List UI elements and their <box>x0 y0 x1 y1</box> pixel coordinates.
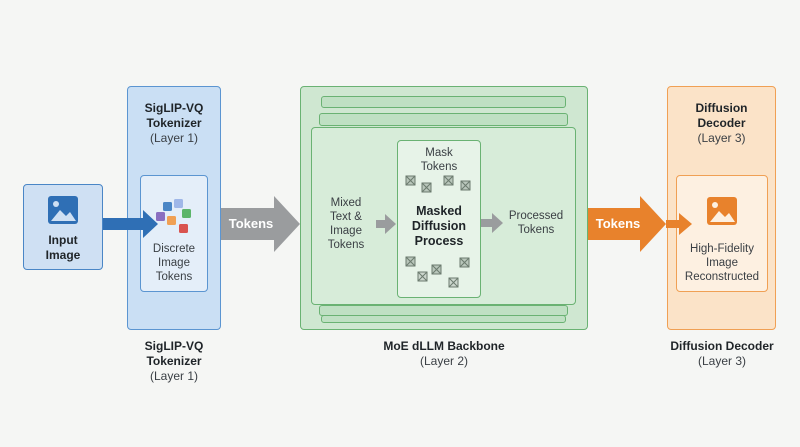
tokenizer-caption-title: SigLIP-VQ Tokenizer <box>144 339 204 368</box>
mixed-to-mask-arrow <box>376 214 396 234</box>
backbone-caption-layer: (Layer 2) <box>419 354 469 368</box>
backbone-layer-back-bottom <box>321 315 566 323</box>
mixed-tokens-label: Mixed Text & Image Tokens <box>327 197 365 251</box>
token-squares-icon <box>156 199 191 233</box>
mask-to-processed-arrow <box>481 213 503 233</box>
tokens-arrow-2 <box>588 196 666 252</box>
mask-tokens-bottom <box>405 256 470 288</box>
tokens-arrow-1 <box>221 196 300 252</box>
backbone-caption-title: MoE dLLM Backbone <box>383 339 505 353</box>
decoder-title: Diffusion Decoder <box>695 101 748 130</box>
reconstructed-image-label: High-Fidelity Image Reconstructed <box>684 243 760 283</box>
input-to-tokenizer-arrow <box>103 210 158 238</box>
mask-tokens-top <box>405 175 471 193</box>
discrete-tokens-label: Discrete Image Tokens <box>152 243 196 283</box>
decoder-inner-arrow <box>666 213 692 235</box>
reconstructed-image-box <box>676 175 768 292</box>
mask-tokens-label: Mask Tokens <box>420 147 458 173</box>
tokenizer-title: SigLIP-VQ Tokenizer <box>144 101 204 130</box>
output-image-icon <box>707 197 737 225</box>
tokens-arrow-2-label: Tokens <box>595 216 641 231</box>
masked-diffusion-label: Masked Diffusion Process <box>411 204 467 248</box>
backbone-layer-mid-top <box>319 113 568 126</box>
input-image-icon <box>48 196 78 224</box>
decoder-caption-layer: (Layer 3) <box>697 354 747 368</box>
discrete-tokens-box <box>140 175 208 292</box>
tokens-arrow-1-label: Tokens <box>228 216 274 231</box>
decoder-layer: (Layer 3) <box>697 131 746 145</box>
decoder-caption-title: Diffusion Decoder <box>670 339 774 353</box>
tokenizer-layer: (Layer 1) <box>149 131 199 145</box>
backbone-layer-back-top <box>321 96 566 108</box>
tokenizer-caption-layer: (Layer 1) <box>149 369 199 383</box>
processed-tokens-label: Processed Tokens <box>508 210 564 236</box>
input-image-label: Input Image <box>45 233 81 262</box>
